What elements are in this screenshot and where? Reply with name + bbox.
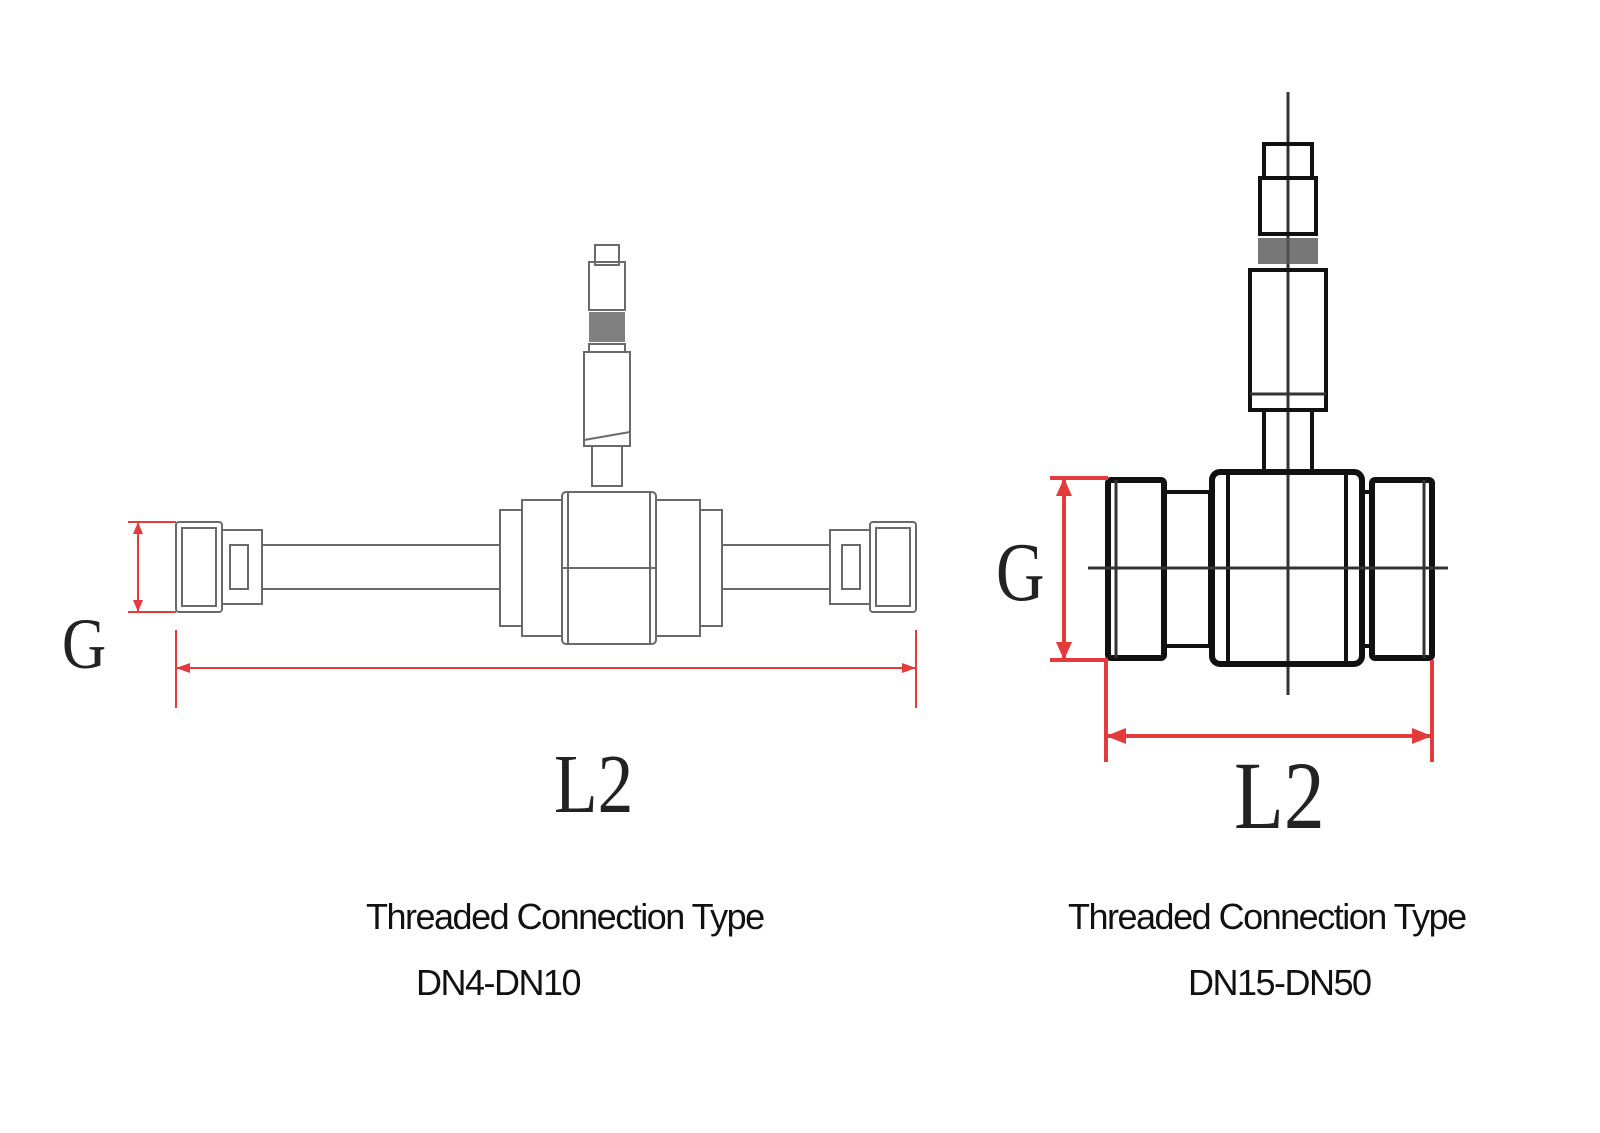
right-caption-range: DN15-DN50 bbox=[1188, 962, 1372, 1003]
left-l2-dimension bbox=[175, 630, 917, 708]
right-end-fitting bbox=[829, 521, 917, 613]
left-sensor-connector bbox=[583, 244, 631, 487]
left-g-dimension bbox=[128, 521, 176, 613]
right-l2-label: L2 bbox=[1234, 744, 1325, 850]
right-caption-title: Threaded Connection Type bbox=[1068, 896, 1467, 937]
left-l2-label: L2 bbox=[554, 738, 633, 831]
right-flowmeter-drawing: G L2 bbox=[996, 92, 1448, 850]
right-g-dimension bbox=[1050, 476, 1108, 662]
left-caption-range: DN4-DN10 bbox=[416, 962, 582, 1003]
left-meter-body bbox=[499, 491, 723, 645]
left-end-fitting bbox=[175, 521, 263, 613]
left-flowmeter-drawing: G L2 bbox=[62, 244, 917, 831]
right-g-label: G bbox=[996, 526, 1045, 619]
left-g-label: G bbox=[62, 604, 106, 684]
right-l2-dimension bbox=[1104, 660, 1434, 762]
left-caption-title: Threaded Connection Type bbox=[366, 896, 765, 937]
left-pipe bbox=[262, 544, 830, 590]
